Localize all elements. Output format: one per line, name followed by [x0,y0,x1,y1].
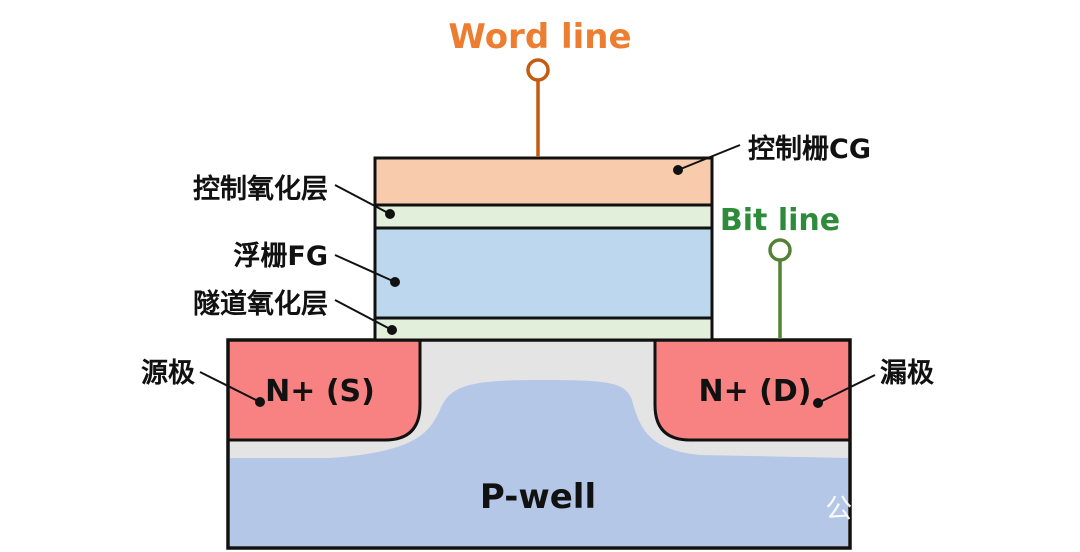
tunnel-oxide-label: 隧道氧化层 [193,288,328,320]
source-region-label: N+ (S) [265,374,375,409]
leader-lines [199,144,876,408]
p-well-label: P-well [480,477,596,517]
p-well-region [230,380,848,546]
control-oxide-label: 控制氧化层 [193,174,328,205]
control-gate-label: 控制栅CG [748,134,871,165]
watermark: 公众号 · 十二芯座 [825,494,1040,525]
word-line-terminal [526,58,550,82]
control-oxide [373,203,714,230]
tunnel-oxide [373,316,714,342]
source-region [226,338,422,442]
source-label: 源极 [141,358,195,389]
bit-line-terminal [768,238,792,262]
drain-region-label: N+ (D) [698,374,811,409]
floating-gate-label: 浮栅FG [233,241,328,272]
drain-label: 漏极 [880,358,934,389]
bit-line-label: Bit line [720,203,840,238]
drain-region [653,338,852,442]
floating-gate [373,226,714,320]
control-gate [373,156,714,207]
word-line-label: Word line [448,17,631,57]
